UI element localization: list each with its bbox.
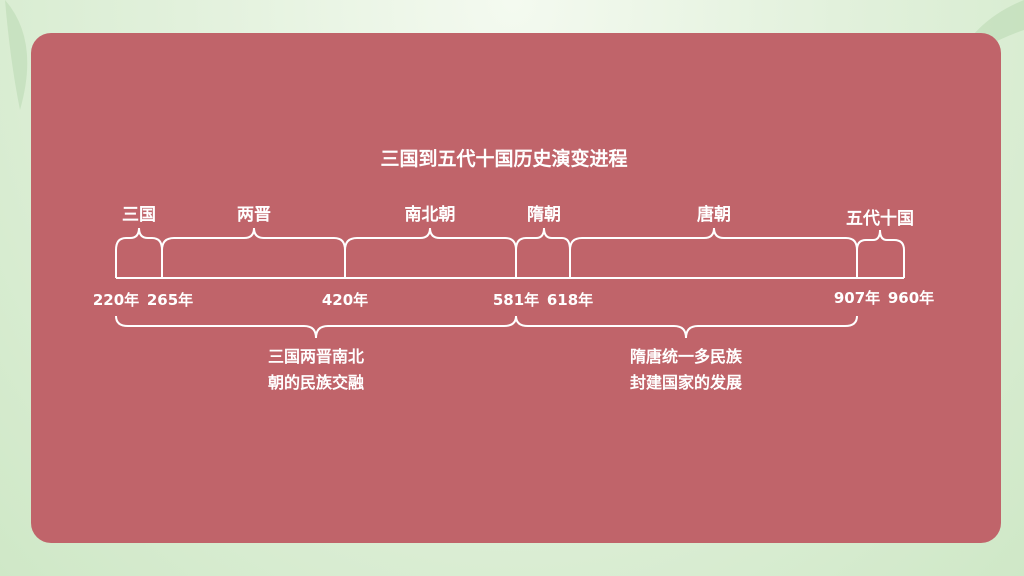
brace-lower-right xyxy=(515,315,858,339)
summary-right-line2: 封建国家的发展 xyxy=(630,373,743,392)
period-label-suichao: 隋朝 xyxy=(527,204,561,225)
brace-nanbeichao xyxy=(344,227,517,251)
summary-left-line2: 朝的民族交融 xyxy=(268,373,364,392)
bamboo-leaf-decoration-left xyxy=(0,0,60,120)
year-label-420: 420年 xyxy=(322,291,368,309)
brace-wudaishiguo xyxy=(856,229,905,251)
brace-lower-left xyxy=(115,315,517,339)
period-label-wudaishiguo: 五代十国 xyxy=(846,208,914,229)
year-label-265: 265年 xyxy=(147,291,193,309)
brace-sanguo xyxy=(115,227,163,251)
diagram-title: 三国到五代十国历史演变进程 xyxy=(380,147,627,170)
year-label-618: 618年 xyxy=(547,291,593,309)
timeline-card xyxy=(31,33,1001,543)
year-label-581: 581年 xyxy=(493,291,539,309)
summary-right-line1: 隋唐统一多民族 xyxy=(630,347,743,366)
year-label-907: 907年 xyxy=(834,289,880,307)
period-label-liangjin: 两晋 xyxy=(237,205,271,225)
brace-tangchao xyxy=(569,227,858,251)
brace-liangjin xyxy=(161,227,346,251)
summary-left-line1: 三国两晋南北 xyxy=(268,347,364,366)
brace-suichao xyxy=(515,227,571,251)
period-label-sanguo: 三国 xyxy=(122,205,156,225)
year-label-220: 220年 xyxy=(93,291,139,309)
period-label-tangchao: 唐朝 xyxy=(697,204,731,225)
year-label-960: 960年 xyxy=(888,289,934,307)
period-label-nanbeichao: 南北朝 xyxy=(405,204,456,225)
